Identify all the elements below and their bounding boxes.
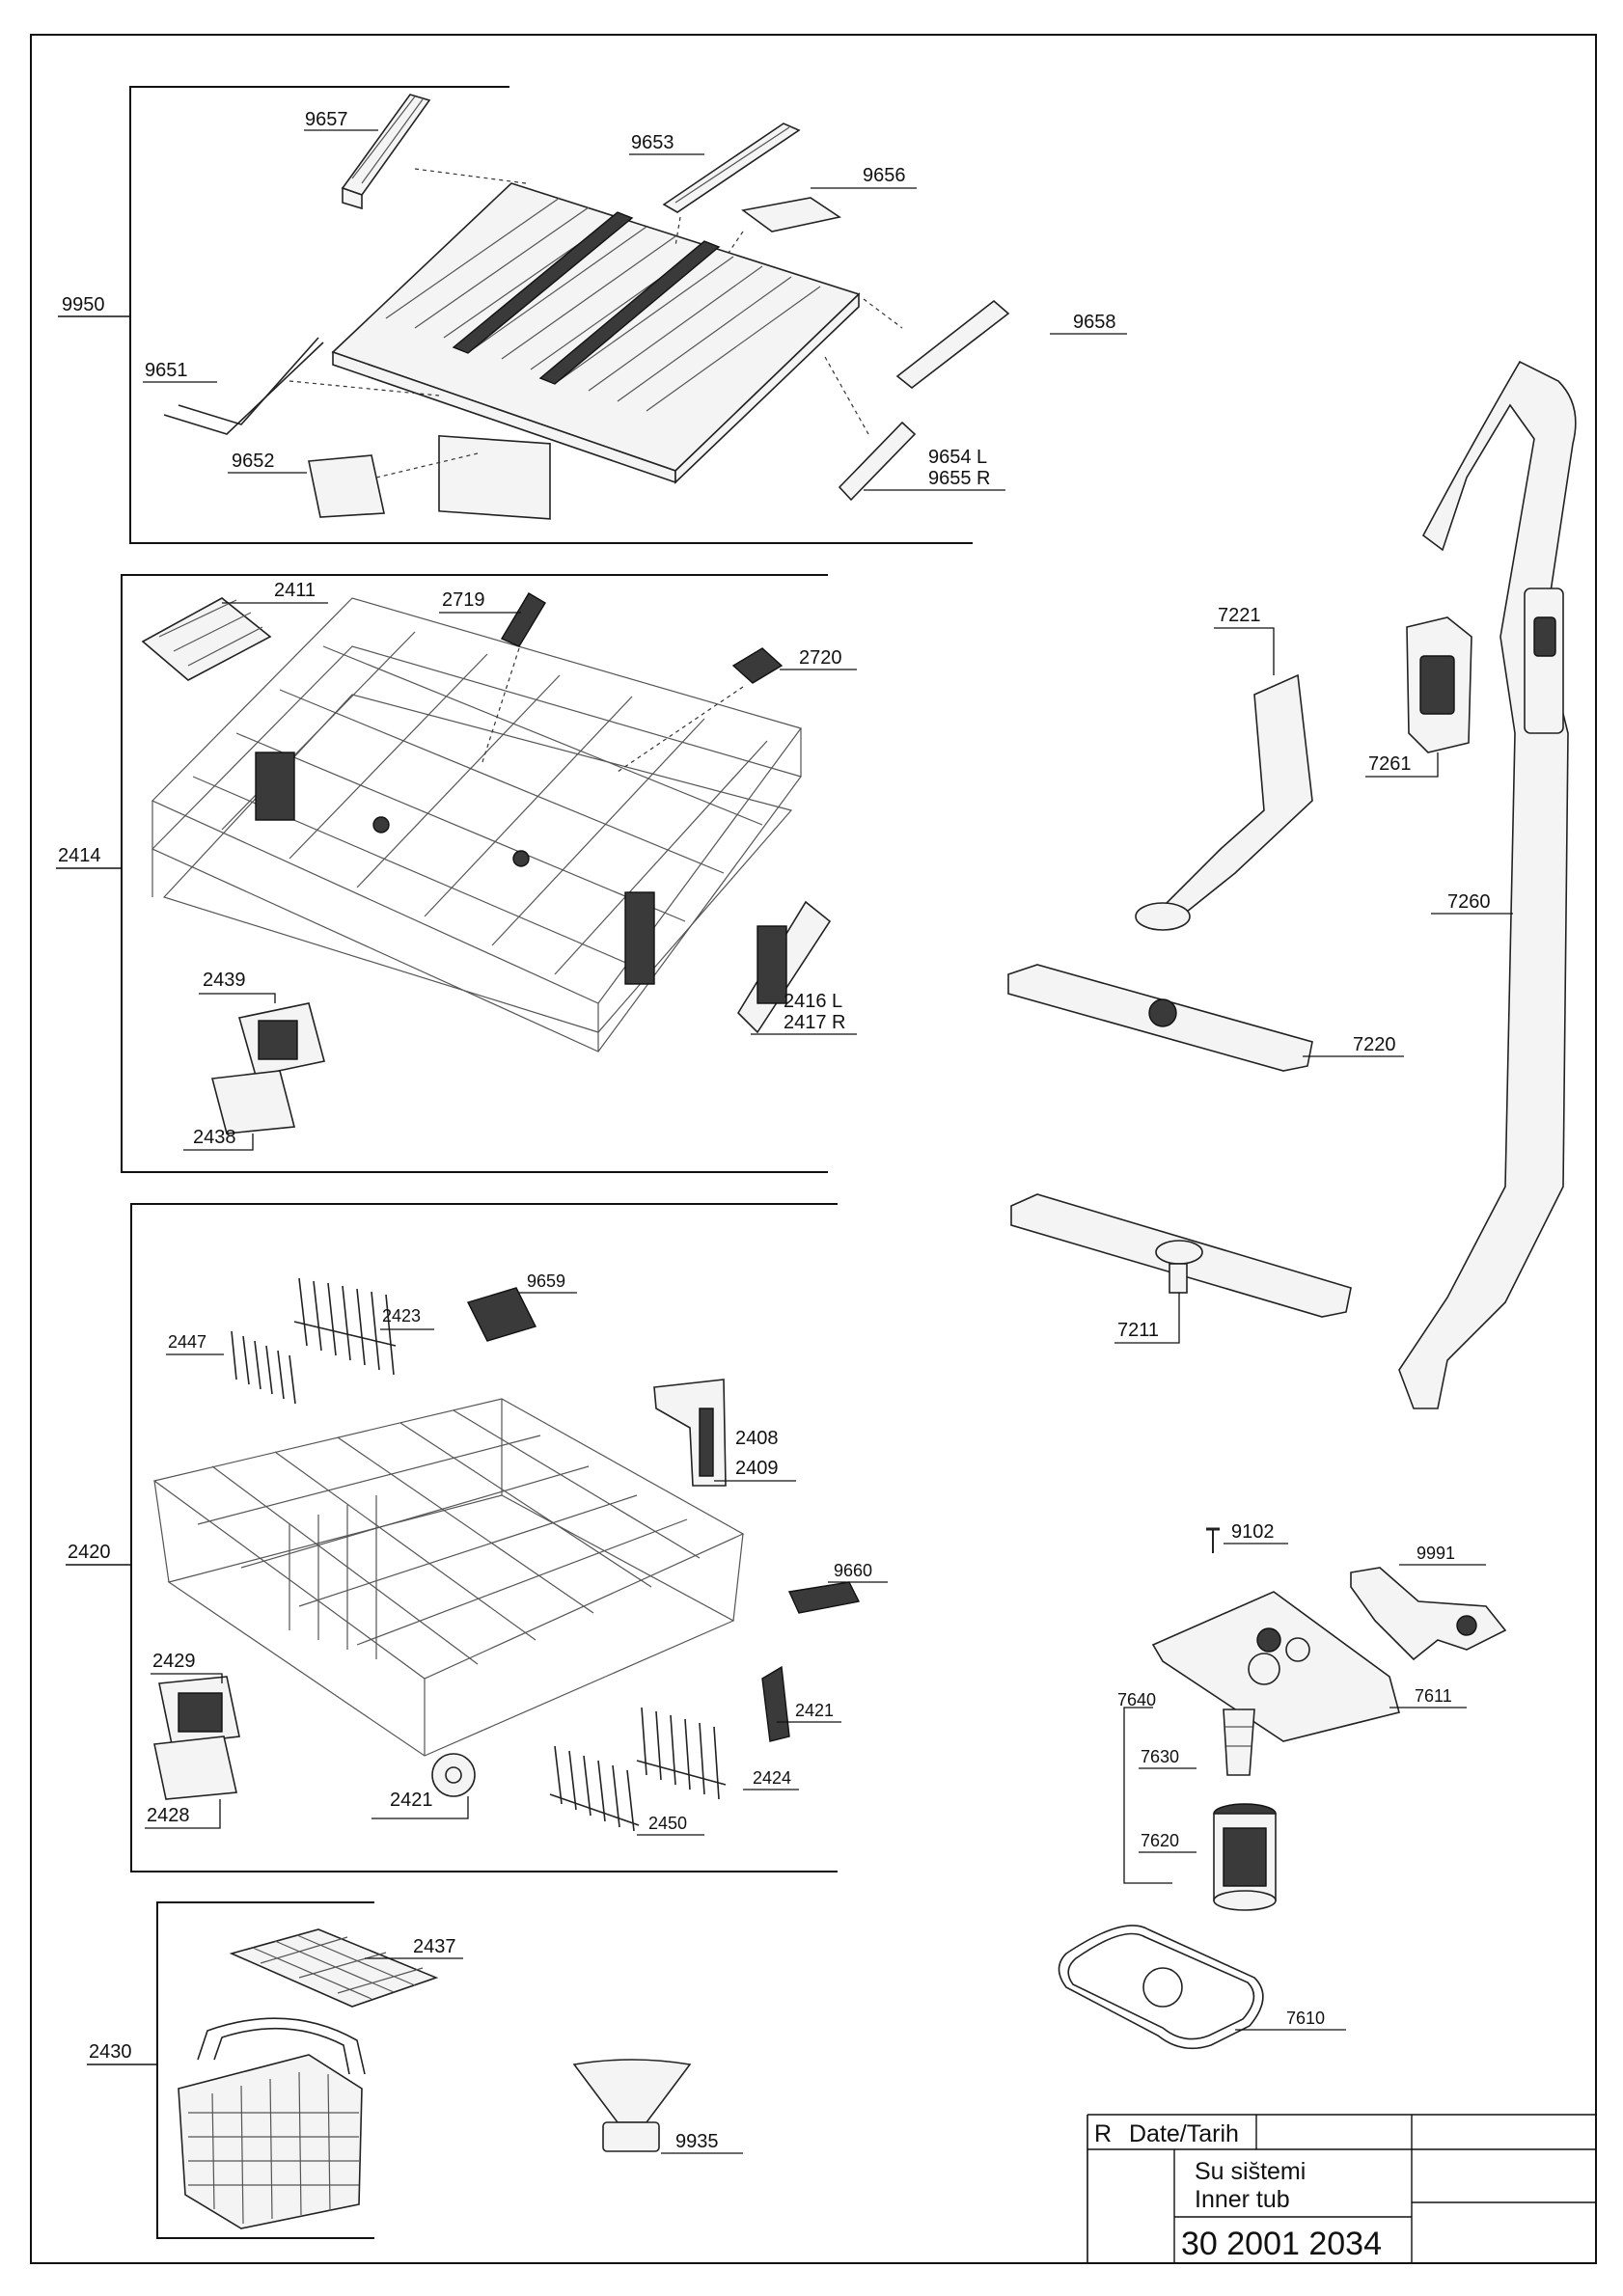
part-2438: 2438 xyxy=(183,1070,296,1151)
svg-text:2720: 2720 xyxy=(799,647,842,669)
svg-text:9991: 9991 xyxy=(1417,1544,1455,1563)
svg-text:2437: 2437 xyxy=(413,1936,456,1957)
svg-text:9651: 9651 xyxy=(145,360,188,381)
part-7610: 7610 xyxy=(1058,1925,1346,2050)
svg-text:7221: 7221 xyxy=(1218,605,1261,626)
svg-text:7640: 7640 xyxy=(1117,1690,1156,1709)
part-2428: 2428 xyxy=(145,1736,237,1829)
part-2424: 2424 xyxy=(636,1707,799,1800)
part-2421-right: 2421 xyxy=(761,1665,841,1742)
part-2429: 2429 xyxy=(151,1651,240,1745)
part-2423: 2423 xyxy=(293,1277,434,1376)
part-9991: 9991 xyxy=(1350,1544,1507,1661)
lower-basket xyxy=(152,1398,745,1757)
svg-text:2428: 2428 xyxy=(147,1805,190,1826)
group-2414: 2414 2411 xyxy=(56,574,857,1173)
svg-text:9660: 9660 xyxy=(834,1561,872,1580)
part-7220: 7220 xyxy=(1007,964,1404,1072)
part-9653: 9653 xyxy=(629,123,801,247)
svg-text:7211: 7211 xyxy=(1117,1320,1159,1341)
label-2420: 2420 xyxy=(68,1542,111,1563)
svg-text:2447: 2447 xyxy=(168,1332,206,1352)
part-9651: 9651 xyxy=(143,337,440,435)
part-7260: 7260 xyxy=(1398,360,1577,1409)
svg-text:2421: 2421 xyxy=(795,1701,834,1720)
title-block-name-tr: Su sis̆temi xyxy=(1195,2158,1306,2185)
svg-text:9935: 9935 xyxy=(675,2131,719,2152)
group-2420: 2420 2423 xyxy=(66,1203,888,1872)
part-7620: 7620 xyxy=(1139,1803,1277,1911)
cutlery-tray xyxy=(331,182,861,520)
part-9652: 9652 xyxy=(228,451,479,518)
svg-text:2719: 2719 xyxy=(442,589,485,611)
svg-text:7220: 7220 xyxy=(1353,1034,1396,1055)
svg-text:9652: 9652 xyxy=(232,451,275,472)
group-9950: 9950 9657 xyxy=(58,86,1127,544)
svg-text:2424: 2424 xyxy=(753,1768,791,1788)
part-7630: 7630 xyxy=(1139,1708,1255,1776)
svg-text:2450: 2450 xyxy=(648,1814,687,1833)
part-2408-2409: 2408 2409 xyxy=(653,1379,796,1487)
part-7221: 7221 xyxy=(1135,605,1313,931)
svg-text:2409: 2409 xyxy=(735,1458,779,1479)
part-7611: 7611 xyxy=(1151,1591,1467,1742)
svg-text:2417 R: 2417 R xyxy=(784,1012,846,1033)
svg-text:9655 R: 9655 R xyxy=(928,468,991,489)
part-9654-9655: 9654 L 9655 R xyxy=(824,356,1005,502)
title-block-r: R xyxy=(1094,2120,1112,2147)
svg-text:2429: 2429 xyxy=(152,1651,196,1672)
svg-text:7260: 7260 xyxy=(1447,891,1491,913)
part-7211: 7211 xyxy=(1010,1193,1352,1344)
part-9656: 9656 xyxy=(728,165,917,254)
cutlery-basket xyxy=(178,2017,366,2229)
title-block-date-label: Date/Tarih xyxy=(1129,2120,1239,2147)
svg-text:9659: 9659 xyxy=(527,1271,565,1291)
part-2411: 2411 xyxy=(141,580,328,681)
part-9657: 9657 xyxy=(304,94,527,210)
svg-text:9656: 9656 xyxy=(863,165,906,186)
svg-text:2411: 2411 xyxy=(274,580,316,601)
part-2421-wheel: 2421 xyxy=(371,1753,476,1819)
part-7640: 7640 xyxy=(1117,1690,1172,1884)
part-2720: 2720 xyxy=(617,647,857,773)
part-7261: 7261 xyxy=(1365,616,1472,778)
part-9658: 9658 xyxy=(863,298,1127,390)
part-2437: 2437 xyxy=(229,1928,463,2008)
part-9659: 9659 xyxy=(467,1271,577,1342)
upper-basket xyxy=(151,597,802,1052)
label-2430: 2430 xyxy=(89,2041,132,2063)
svg-text:7630: 7630 xyxy=(1141,1747,1179,1766)
group-2430: 2430 2437 xyxy=(87,1901,463,2239)
title-block: R Date/Tarih Su sis̆temi Inner tub 30 20… xyxy=(1087,2114,1596,2263)
svg-text:9657: 9657 xyxy=(305,109,348,130)
part-2447: 2447 xyxy=(166,1330,296,1405)
svg-text:7261: 7261 xyxy=(1368,753,1412,775)
svg-text:7611: 7611 xyxy=(1415,1686,1452,1706)
svg-text:9102: 9102 xyxy=(1231,1521,1275,1543)
title-block-number: 30 2001 2034 xyxy=(1181,2226,1382,2262)
svg-text:2423: 2423 xyxy=(382,1306,421,1326)
svg-text:2438: 2438 xyxy=(193,1127,236,1148)
part-9102: 9102 xyxy=(1206,1521,1288,1553)
svg-text:7610: 7610 xyxy=(1286,2009,1325,2028)
svg-text:9654 L: 9654 L xyxy=(928,447,987,468)
title-block-name-en: Inner tub xyxy=(1195,2186,1290,2213)
svg-text:2416 L: 2416 L xyxy=(784,991,842,1012)
svg-text:2439: 2439 xyxy=(203,970,246,991)
part-2719: 2719 xyxy=(439,589,546,763)
drawing-frame xyxy=(30,34,1597,2264)
part-2416-2417: 2416 L 2417 R xyxy=(736,900,857,1035)
part-2439: 2439 xyxy=(199,970,325,1077)
svg-text:2408: 2408 xyxy=(735,1428,779,1449)
part-9660: 9660 xyxy=(787,1561,888,1614)
label-9950: 9950 xyxy=(62,294,105,315)
svg-text:9658: 9658 xyxy=(1073,312,1116,333)
svg-text:2421: 2421 xyxy=(390,1790,433,1811)
part-2450: 2450 xyxy=(549,1745,704,1836)
svg-text:9653: 9653 xyxy=(631,132,674,153)
svg-text:7620: 7620 xyxy=(1141,1831,1179,1850)
label-2414: 2414 xyxy=(58,845,101,866)
part-9935: 9935 xyxy=(572,2059,743,2154)
